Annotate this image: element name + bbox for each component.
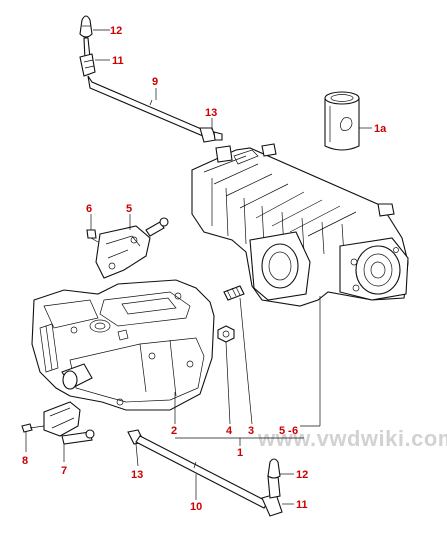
filter-canister-1a [324, 91, 360, 151]
watermark-text: www.vwdwiki.com [257, 426, 447, 451]
screw-8 [21, 423, 45, 433]
callout-13-bottom: 13 [131, 469, 143, 481]
callout-5-bottom: 5 [279, 425, 285, 437]
callout-10: 10 [190, 501, 202, 513]
callout-labels: 12 11 9 13 1a 6 5 2 4 3 5 - 6 1 8 7 13 1… [22, 25, 387, 513]
callout-3: 3 [248, 425, 254, 437]
callout-dash: - [288, 425, 292, 437]
upper-housing-assembly [191, 143, 409, 307]
stud-3 [223, 285, 245, 301]
callout-8: 8 [22, 455, 28, 467]
callout-4: 4 [226, 425, 233, 437]
callout-9: 9 [152, 76, 158, 88]
callout-2: 2 [171, 425, 177, 437]
clamp-7 [43, 401, 95, 445]
cap-12-top [79, 15, 93, 38]
callout-6-bottom: 6 [292, 425, 298, 437]
hose-9 [87, 75, 207, 137]
callout-6-top: 6 [86, 203, 92, 215]
clamp-13-top [199, 127, 217, 143]
callout-11-bottom: 11 [296, 499, 308, 511]
callout-12-top: 12 [110, 25, 122, 37]
nut-4 [217, 325, 235, 343]
screw-6 [86, 229, 99, 243]
lower-hose-assembly [127, 429, 283, 517]
callout-5-top: 5 [126, 203, 132, 215]
leader-lines [25, 29, 372, 505]
clip-11-top [79, 53, 96, 77]
callout-1: 1 [237, 447, 243, 459]
lower-housing-assembly [31, 279, 215, 411]
cap-12-bottom [267, 458, 281, 479]
upper-hose-assembly [79, 15, 223, 143]
callout-1a: 1a [374, 123, 387, 135]
callout-11-top: 11 [112, 55, 124, 67]
callout-7: 7 [61, 465, 67, 477]
callout-13-top: 13 [205, 107, 217, 119]
callout-12-bottom: 12 [296, 469, 308, 481]
hose-10 [135, 435, 269, 509]
bracket-5 [95, 217, 169, 279]
